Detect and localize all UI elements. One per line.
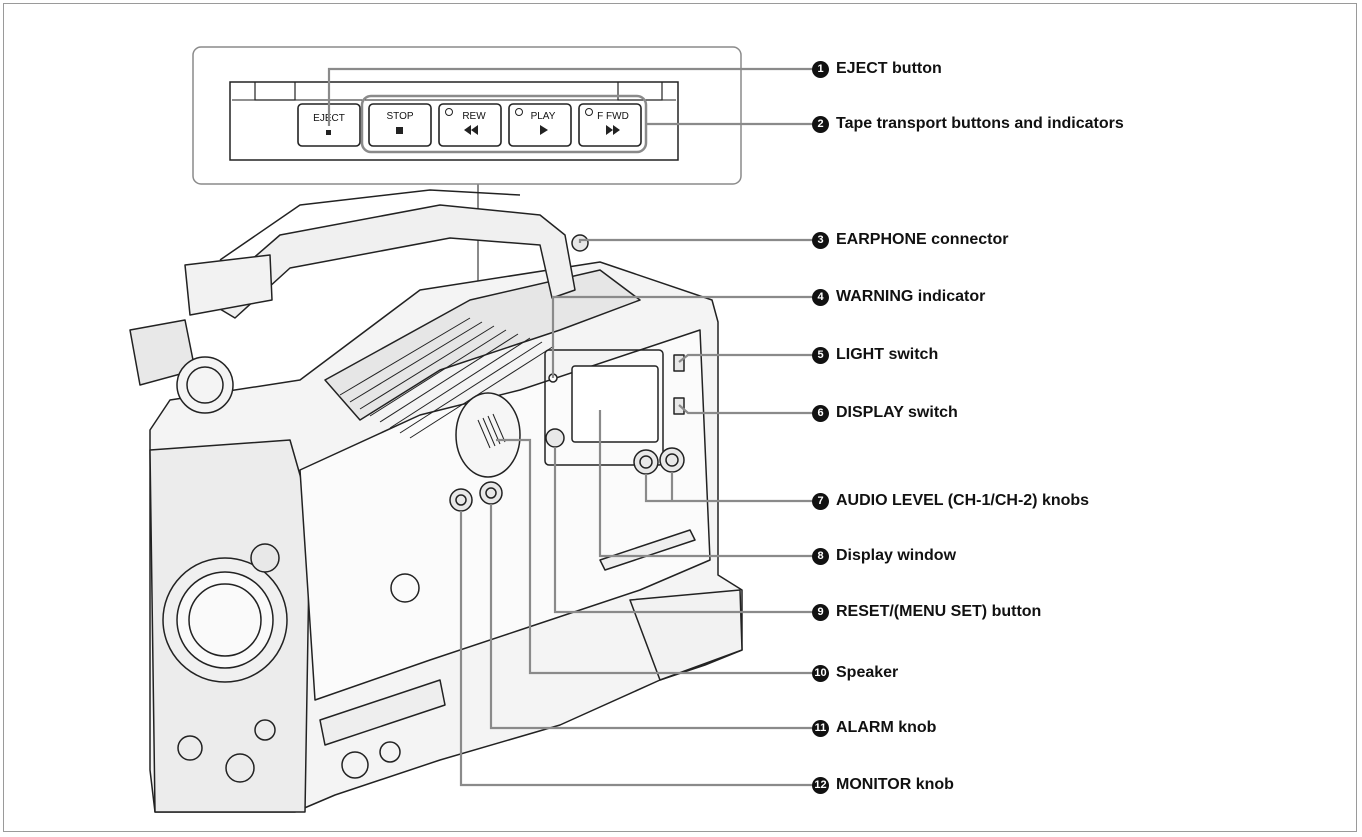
callout-audio-level-knobs: 7 AUDIO LEVEL (CH-1/CH-2) knobs	[812, 490, 1089, 512]
play-label: PLAY	[531, 111, 556, 122]
eject-symbol	[326, 130, 331, 135]
callout-number-badge: 1	[812, 60, 829, 78]
stop-label: STOP	[386, 111, 413, 122]
callout-number-badge: 5	[812, 346, 829, 364]
callout-number-badge: 12	[812, 776, 829, 794]
ffwd-symbol	[606, 125, 620, 135]
callout-label: AUDIO LEVEL (CH-1/CH-2) knobs	[836, 492, 1090, 509]
callout-light-switch: 5 LIGHT switch	[812, 344, 938, 366]
play-symbol	[540, 125, 548, 135]
ffwd-label: F FWD	[597, 111, 629, 122]
callout-number-badge: 10	[812, 664, 829, 682]
callout-tape-transport: 2 Tape transport buttons and indicators	[812, 113, 1124, 135]
rew-indicator	[445, 108, 453, 116]
panel-button-rew: REW	[438, 103, 502, 147]
callout-label: Display window	[836, 547, 957, 564]
callout-monitor-knob: 12 MONITOR knob	[812, 774, 954, 796]
leader-lines	[327, 67, 812, 787]
callout-label: Tape transport buttons and indicators	[836, 115, 1124, 132]
callout-number-badge: 6	[812, 404, 829, 422]
callout-earphone-connector: 3 EARPHONE connector	[812, 229, 1008, 251]
callout-label: Speaker	[836, 664, 899, 681]
callout-speaker: 10 Speaker	[812, 662, 898, 684]
play-indicator	[515, 108, 523, 116]
callout-label: ALARM knob	[836, 719, 937, 736]
inset-frame	[192, 46, 742, 185]
callout-number-badge: 3	[812, 231, 829, 249]
callout-label: MONITOR knob	[836, 776, 954, 793]
callout-alarm-knob: 11 ALARM knob	[812, 717, 936, 739]
callout-label: EARPHONE connector	[836, 231, 1009, 248]
callout-display-switch: 6 DISPLAY switch	[812, 402, 958, 424]
callout-label: RESET/(MENU SET) button	[836, 603, 1042, 620]
panel-button-stop: STOP	[368, 103, 432, 147]
callout-number-badge: 9	[812, 603, 829, 621]
camcorder-body	[129, 189, 743, 813]
panel-button-ffwd: F FWD	[578, 103, 642, 147]
callout-label: EJECT button	[836, 60, 942, 77]
callout-label: LIGHT switch	[836, 346, 939, 363]
transport-panel-inset: EJECT STOP REW PLAY	[192, 46, 742, 318]
callout-number-badge: 4	[812, 288, 829, 306]
panel-button-play: PLAY	[508, 103, 572, 147]
callout-warning-indicator: 4 WARNING indicator	[812, 286, 985, 308]
rew-symbol	[464, 125, 478, 135]
callout-label: DISPLAY switch	[836, 404, 958, 421]
callout-number-badge: 11	[812, 719, 829, 737]
figure-border	[3, 3, 1357, 832]
callout-label: WARNING indicator	[836, 288, 986, 305]
stop-symbol	[396, 127, 403, 134]
callout-reset-button: 9 RESET/(MENU SET) button	[812, 601, 1041, 623]
callout-display-window: 8 Display window	[812, 545, 956, 567]
ffwd-indicator	[585, 108, 593, 116]
callout-number-badge: 7	[812, 492, 829, 510]
rew-label: REW	[462, 111, 486, 122]
callout-number-badge: 2	[812, 115, 829, 133]
callout-eject-button: 1 EJECT button	[812, 58, 942, 80]
callout-number-badge: 8	[812, 547, 829, 565]
